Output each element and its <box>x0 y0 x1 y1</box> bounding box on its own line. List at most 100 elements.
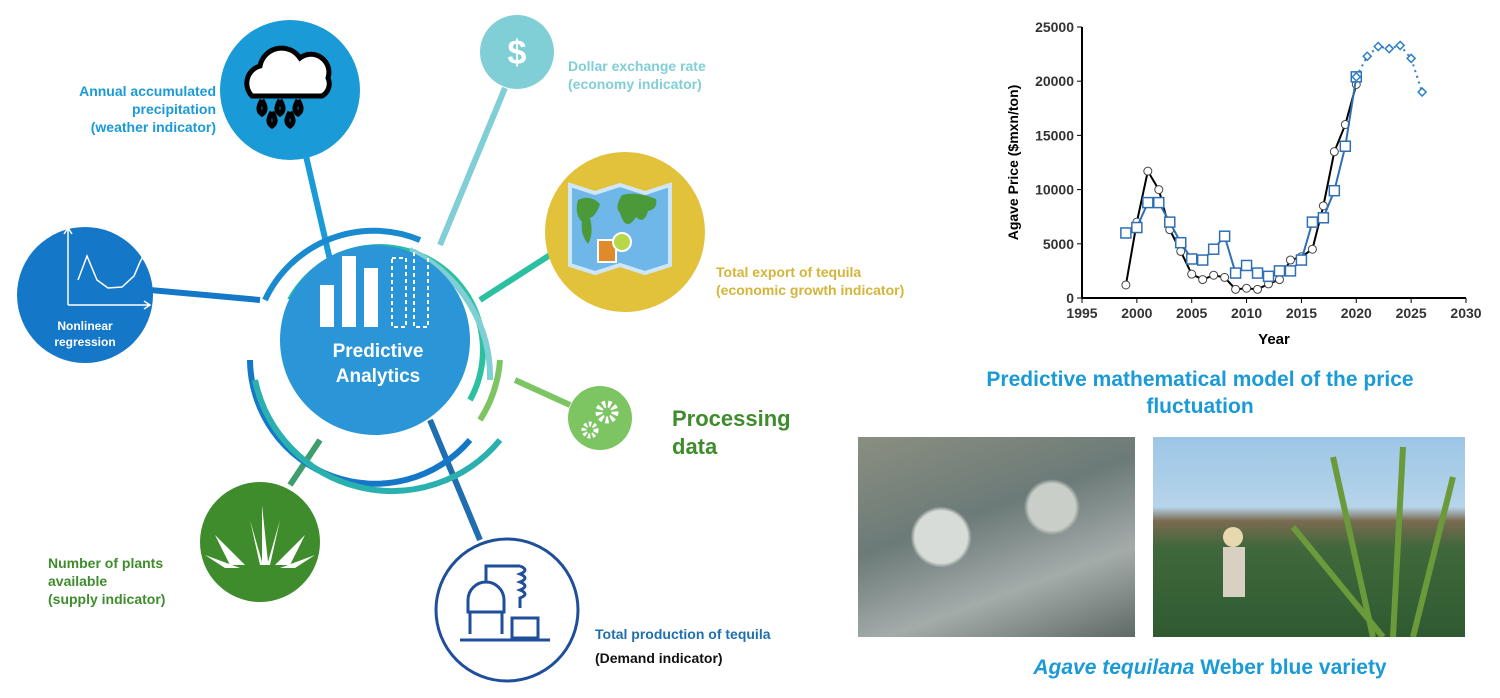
label-line: data <box>672 434 718 459</box>
ring-arc <box>477 359 503 422</box>
connector-production <box>427 418 483 542</box>
label-line: Number of plants <box>48 555 164 571</box>
data-point-model <box>1207 243 1220 255</box>
data-point-observed <box>1198 275 1208 285</box>
data-point-model <box>1240 259 1253 272</box>
dollar-icon: $ <box>508 34 527 72</box>
world-map-icon <box>568 182 672 276</box>
caption-line: Predictive mathematical model of the pri… <box>986 368 1414 391</box>
label-line: (economic growth indicator) <box>716 282 905 298</box>
gears-icon <box>581 400 619 439</box>
data-point-model <box>1174 236 1187 249</box>
label-line: available <box>48 573 108 589</box>
photo-caption: Agave tequilana Weber blue variety <box>900 656 1500 680</box>
data-point-model <box>1164 216 1176 228</box>
connector-dollar <box>437 86 508 247</box>
y-tick-label: 25000 <box>1035 19 1074 35</box>
label-line: (Demand indicator) <box>595 650 723 666</box>
label-line: (weather indicator) <box>90 119 216 135</box>
data-point-model <box>1120 227 1132 239</box>
connector-processing <box>513 377 572 408</box>
species-name: Agave tequilana <box>1033 656 1195 679</box>
data-point-observed <box>1242 283 1252 293</box>
y-tick-label: 15000 <box>1035 127 1074 143</box>
label-line: (economy indicator) <box>568 76 702 92</box>
ring-arc <box>262 227 422 302</box>
connector-regression <box>149 287 261 303</box>
data-point-observed <box>1209 270 1219 280</box>
precipitation-label: Annual accumulated precipitation (weathe… <box>20 82 216 136</box>
plants-label: Number of plants available (supply indic… <box>48 554 165 608</box>
center-title-line1: Predictive <box>333 341 424 362</box>
data-point-forecast <box>1406 53 1417 64</box>
y-tick-label: 0 <box>1066 290 1074 306</box>
data-point-observed <box>1253 284 1263 294</box>
data-point-model <box>1317 212 1330 224</box>
center-title-line2: Analytics <box>336 366 420 387</box>
data-point-forecast <box>1362 51 1373 62</box>
data-point-observed <box>1187 269 1197 279</box>
data-point-observed <box>1121 280 1131 290</box>
dollar-label: Dollar exchange rate (economy indicator) <box>568 57 706 93</box>
data-point-model <box>1131 221 1143 234</box>
x-tick-label: 2025 <box>1396 305 1427 321</box>
data-point-forecast <box>1417 86 1428 98</box>
ring-arc <box>252 379 503 494</box>
y-tick-label: 5000 <box>1043 236 1074 252</box>
regression-label: Nonlinear regression <box>35 318 135 350</box>
data-point-observed <box>1143 166 1153 176</box>
data-point-observed <box>1307 244 1317 254</box>
data-point-model <box>1229 267 1242 279</box>
model-caption: Predictive mathematical model of the pri… <box>900 366 1500 420</box>
data-point-model <box>1185 253 1198 265</box>
label-line: Total production of tequila <box>595 626 771 642</box>
label-line: Nonlinear <box>57 319 113 333</box>
data-point-model <box>1153 196 1165 209</box>
label-line: (supply indicator) <box>48 591 166 607</box>
data-point-forecast <box>1373 41 1384 52</box>
export-label: Total export of tequila (economic growth… <box>716 263 904 299</box>
x-tick-label: 2010 <box>1231 305 1262 321</box>
agave-plant-icon <box>205 505 315 568</box>
predictive-analytics-diagram: Predictive Analytics $ <box>17 15 705 683</box>
production-node <box>434 537 580 683</box>
label-line: precipitation <box>131 101 216 117</box>
data-point-model <box>1196 254 1209 266</box>
variety-text: Weber blue variety <box>1194 656 1387 679</box>
x-tick-label: 2020 <box>1341 305 1372 321</box>
line-graph-icon <box>63 226 157 310</box>
y-axis-label: Agave Price ($mxn/ton) <box>1005 85 1021 241</box>
production-label: Total production of tequila (Demand indi… <box>595 622 771 670</box>
data-point-model <box>1328 184 1341 197</box>
y-tick-label: 20000 <box>1035 73 1074 89</box>
label-line: Total export of tequila <box>716 264 862 280</box>
data-point-observed <box>1329 147 1339 157</box>
data-point-model <box>1306 216 1319 228</box>
series-line-model <box>1125 76 1358 278</box>
distillery-icon <box>460 564 550 642</box>
connector-export <box>478 252 552 303</box>
data-point-observed <box>1285 255 1295 265</box>
data-point-observed <box>1231 284 1241 294</box>
data-point-observed <box>1220 272 1230 282</box>
label-line: Annual accumulated <box>79 83 216 99</box>
x-tick-label: 2005 <box>1176 305 1207 321</box>
data-point-model <box>1142 196 1154 209</box>
agave-field-photo <box>1153 437 1465 637</box>
data-point-forecast <box>1384 43 1395 54</box>
y-tick-label: 10000 <box>1035 182 1074 198</box>
regression-node <box>17 227 153 363</box>
label-line: regression <box>54 335 116 349</box>
data-point-model <box>1339 140 1352 152</box>
x-axis-label: Year <box>1258 331 1290 348</box>
dollar-node <box>480 15 554 89</box>
data-point-model <box>1262 270 1275 283</box>
data-point-model <box>1273 265 1286 277</box>
x-tick-label: 2000 <box>1121 305 1152 321</box>
data-point-model <box>1251 267 1264 279</box>
data-point-observed <box>1154 185 1164 195</box>
x-tick-label: 2015 <box>1286 305 1317 321</box>
agave-pinas-photo <box>858 437 1135 637</box>
plants-node <box>200 482 320 602</box>
